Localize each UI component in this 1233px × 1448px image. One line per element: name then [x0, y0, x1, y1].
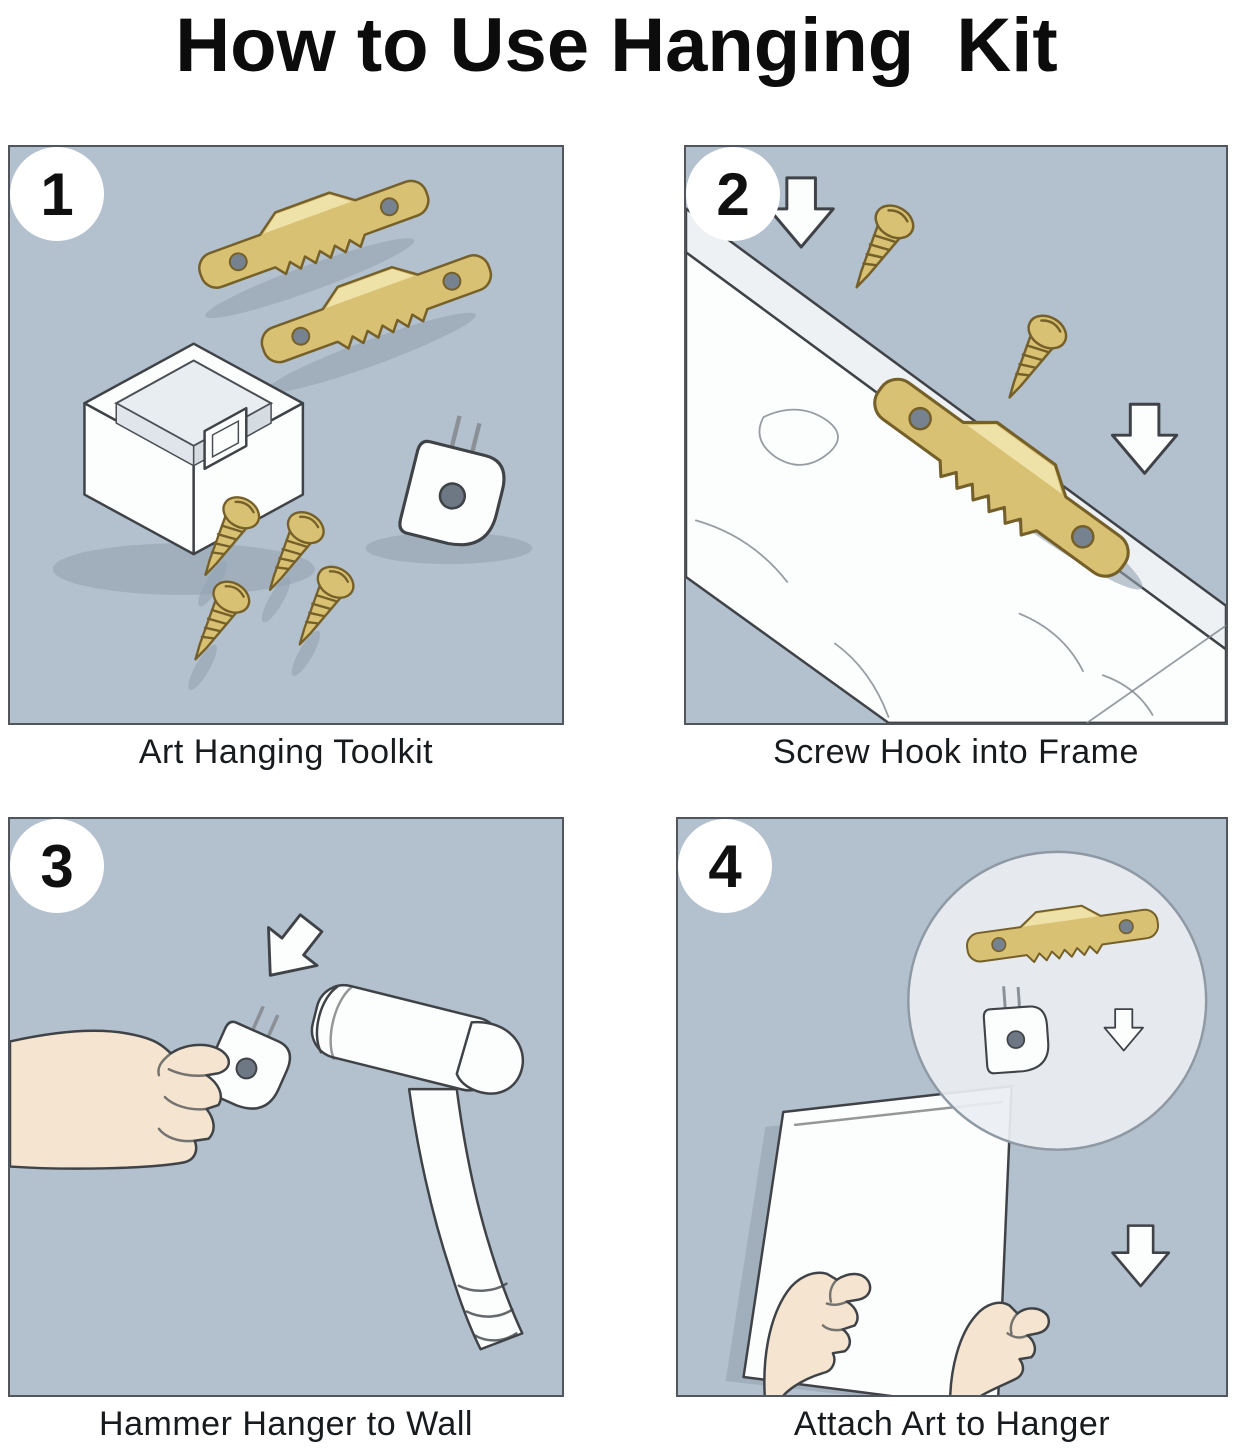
panel-4-illustration — [725, 850, 1208, 1395]
hammer-illustration — [310, 983, 525, 1351]
step-1-badge: 1 — [10, 147, 104, 241]
hand-illustration — [949, 1301, 1051, 1395]
hand-illustration — [763, 1271, 872, 1395]
hand-illustration — [10, 1029, 230, 1170]
hook-hanger-icon — [398, 408, 518, 553]
screw-icon — [838, 197, 921, 299]
panel-3: 3 — [8, 817, 564, 1397]
step-3-badge: 3 — [10, 819, 104, 913]
panel-4: 4 — [676, 817, 1228, 1397]
arrow-down-icon — [1110, 402, 1179, 475]
panel-2-caption: Screw Hook into Frame — [773, 733, 1139, 771]
step-3-number: 3 — [40, 832, 74, 900]
panel-1-caption: Art Hanging Toolkit — [138, 733, 434, 771]
step-2-number: 2 — [716, 160, 750, 228]
panel-2-illustration — [686, 176, 1226, 723]
panel-2: 2 — [684, 145, 1228, 725]
magnifier-circle — [907, 850, 1208, 1151]
box-shadow — [52, 543, 315, 595]
panel-1-illustration — [52, 160, 533, 690]
panel-3-caption: Hammer Hanger to Wall — [99, 1405, 473, 1443]
step-1-number: 1 — [40, 160, 74, 228]
step-2-badge: 2 — [686, 147, 780, 241]
panel-4-caption: Attach Art to Hanger — [793, 1405, 1111, 1443]
screw-icon — [991, 307, 1074, 409]
step-4-badge: 4 — [678, 819, 772, 913]
hook-shadow — [365, 532, 533, 565]
panel-3-illustration — [10, 902, 525, 1351]
page-title: How to Use Hanging Kit — [175, 3, 1058, 88]
step-4-number: 4 — [708, 832, 742, 900]
storage-box-illustration — [83, 342, 305, 556]
panel-1: 1 — [8, 145, 564, 725]
arrow-down-icon — [244, 902, 337, 996]
arrow-down-icon — [1111, 1224, 1171, 1288]
